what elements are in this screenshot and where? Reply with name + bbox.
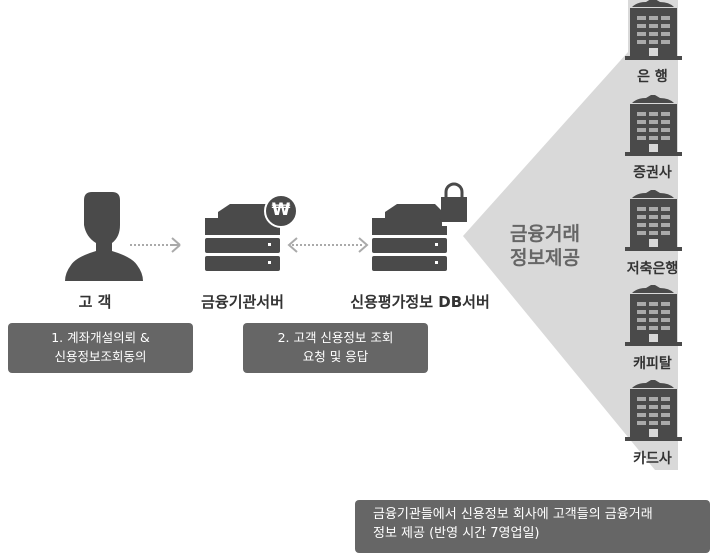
bottom-note-line-2: 정보 제공 (반영 시간 7영업일) xyxy=(373,526,540,541)
db-server-label: 신용평가정보 DB서버 xyxy=(350,293,490,311)
bank-server-icon xyxy=(205,204,280,271)
lock-icon xyxy=(441,182,467,222)
won-badge-text: ₩ xyxy=(271,200,291,220)
step-2-line-2: 요청 및 응답 xyxy=(302,349,369,364)
fan-label-line-1: 금융거래 xyxy=(510,223,580,245)
step-2-line-1: 2. 고객 신용정보 조회 xyxy=(277,330,394,345)
institution-securities-label: 증권사 xyxy=(633,165,672,181)
fan-label-line-2: 정보제공 xyxy=(510,247,580,269)
bottom-note-line-1: 금융기관들에서 신용정보 회사에 고객들의 금융거래 xyxy=(373,507,653,522)
institution-bank-label: 은 행 xyxy=(637,69,668,85)
person-icon xyxy=(65,192,143,281)
building-icon xyxy=(625,95,682,156)
arrow-bidirectional xyxy=(287,237,369,253)
customer-label: 고 객 xyxy=(78,293,112,311)
step-1-line-2: 신용정보조회동의 xyxy=(54,349,147,364)
bottom-note-box: 금융기관들에서 신용정보 회사에 고객들의 금융거래 정보 제공 (반영 시간 … xyxy=(355,500,710,553)
building-icon xyxy=(625,285,682,346)
fan-label: 금융거래 정보제공 xyxy=(495,222,595,270)
institution-savings-bank-label: 저축은행 xyxy=(626,261,679,277)
bank-server-label: 금융기관서버 xyxy=(201,293,284,311)
building-icon xyxy=(625,190,682,251)
step-1-line-1: 1. 계좌개설의뢰 & xyxy=(51,330,150,345)
building-icon xyxy=(625,0,682,60)
db-server-icon xyxy=(372,204,447,271)
institution-capital-label: 캐피탈 xyxy=(633,356,672,372)
institution-card-label: 카드사 xyxy=(633,451,672,467)
building-icon xyxy=(625,380,682,441)
step-1-box: 1. 계좌개설의뢰 & 신용정보조회동의 xyxy=(8,323,193,373)
won-badge-icon xyxy=(264,194,298,228)
arrow-customer-to-bank xyxy=(130,237,181,253)
step-2-box: 2. 고객 신용정보 조회 요청 및 응답 xyxy=(243,323,428,373)
info-fan xyxy=(463,0,678,470)
